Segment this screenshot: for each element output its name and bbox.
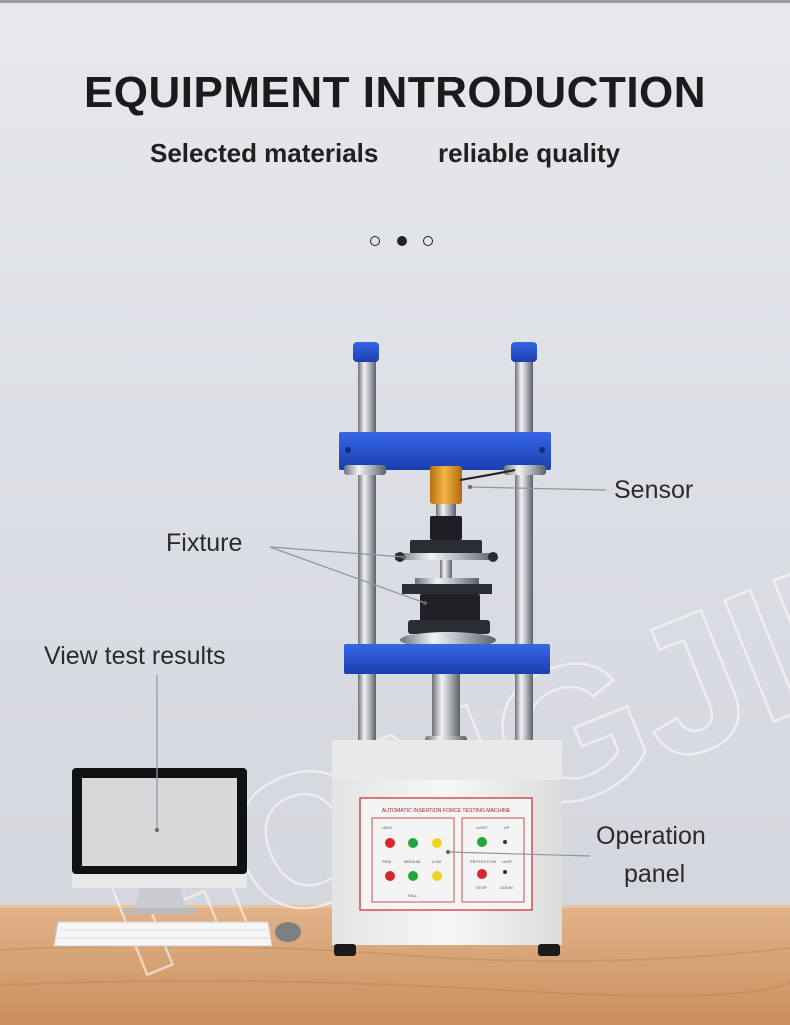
panel-label-up: UP (504, 825, 510, 830)
top-rule (0, 0, 790, 3)
top-crossbeam (339, 432, 551, 475)
panel-label-stop: STOP (476, 885, 487, 890)
panel-label-low: LOW (432, 859, 441, 864)
yellow-button[interactable] (432, 838, 442, 848)
panel-title: AUTOMATIC INSERTION FORCE TESTING MACHIN… (382, 808, 511, 814)
panel-label-fall: FALL (408, 893, 418, 898)
operation-panel: AUTOMATIC INSERTION FORCE TESTING MACHIN… (359, 797, 533, 911)
panel-label-limit: LIMIT (502, 859, 513, 864)
carousel-dot-1[interactable] (370, 236, 380, 246)
callout-operation: Operation (596, 822, 706, 850)
red-button[interactable] (385, 871, 395, 881)
callout-sensor: Sensor (614, 476, 694, 504)
yellow-button[interactable] (432, 871, 442, 881)
carousel-dot-2[interactable] (397, 236, 407, 246)
panel-label-medium: MEDIUM (404, 859, 420, 864)
mouse (275, 922, 301, 942)
panel-label-light: LIGHT (476, 825, 488, 830)
callout-view-results: View test results (44, 642, 226, 670)
callout-lines (155, 485, 607, 857)
computer-monitor (72, 768, 247, 914)
green-button[interactable] (408, 871, 418, 881)
upper-fixture (395, 540, 498, 580)
green-button[interactable] (408, 838, 418, 848)
keyboard (53, 921, 273, 947)
monitor-screen (82, 778, 237, 866)
indicator-led (503, 840, 507, 844)
lower-crossbeam (344, 644, 550, 758)
panel-label-rise: RISE (382, 859, 392, 864)
subtitle-right: reliable quality (438, 138, 621, 168)
panel-label-high: HIGH (382, 825, 392, 830)
carousel-dots (368, 236, 438, 250)
callout-panel: panel (624, 860, 686, 888)
red-button[interactable] (385, 838, 395, 848)
indicator-led (503, 870, 507, 874)
page-title: EQUIPMENT INTRODUCTION (83, 68, 707, 117)
callout-fixture: Fixture (166, 529, 243, 557)
subtitle-left: Selected materials (150, 138, 379, 168)
stop-button[interactable] (477, 869, 487, 879)
load-sensor (430, 466, 516, 540)
panel-label-protection: PROTECTION (470, 859, 496, 864)
lower-fixture (400, 578, 496, 648)
panel-label-down: DOWN (500, 885, 513, 890)
light-button[interactable] (477, 837, 487, 847)
carousel-dot-3[interactable] (423, 236, 433, 246)
